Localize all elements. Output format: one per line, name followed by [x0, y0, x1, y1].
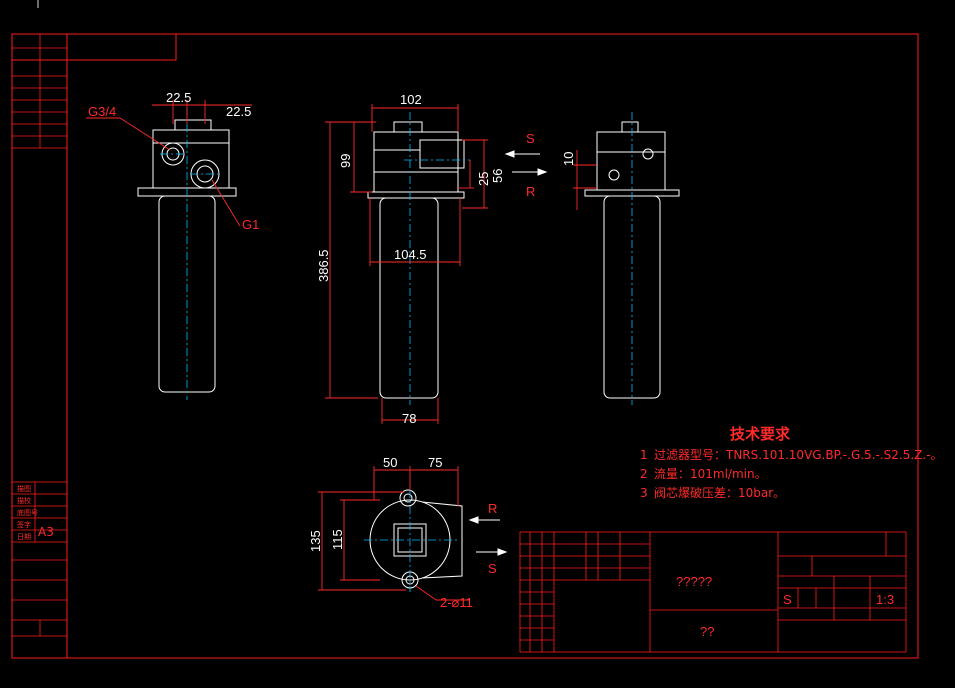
- company-name: ??: [700, 624, 714, 639]
- drawing-frame: [11, 0, 919, 659]
- dim-front-102: 102: [400, 92, 422, 107]
- holes-label: 2-⌀11: [440, 595, 473, 610]
- dim-right-10: 10: [561, 152, 576, 166]
- flow-r-label: R: [526, 184, 535, 199]
- dim-top-50: 50: [383, 455, 397, 470]
- port-out-label: G1: [242, 217, 259, 232]
- flow-s-label: S: [526, 131, 535, 146]
- top-arrow-r: R: [488, 501, 497, 516]
- sheet-size: A3: [38, 525, 54, 539]
- requirements-title: 技术要求: [730, 425, 791, 443]
- dim-front-386-5: 386.5: [316, 249, 331, 282]
- dim-front-56: 56: [490, 169, 505, 183]
- stage-mark: S: [783, 592, 792, 607]
- dim-front-104-5: 104.5: [394, 247, 427, 262]
- left-strip: [12, 34, 67, 637]
- req-3-text: 阀芯爆破压差：10bar。: [654, 485, 785, 500]
- req-1-num: 1: [640, 448, 648, 462]
- left-strip-labels: 描图 描校 底图号 签字 日期 A3: [17, 484, 54, 541]
- strip-label-3: 签字: [17, 520, 31, 529]
- scale-value: 1:3: [876, 592, 894, 607]
- dim-front-78: 78: [402, 411, 416, 426]
- strip-label-1: 描校: [17, 496, 31, 505]
- drawing-name: ?????: [676, 574, 712, 589]
- dim-side-b: 22.5: [226, 104, 251, 119]
- req-2-num: 2: [640, 467, 648, 481]
- front-view: 102 104.5 386.5 99 56 25 78: [316, 92, 505, 426]
- strip-label-0: 描图: [17, 484, 31, 493]
- technical-requirements: 技术要求 1 过滤器型号：TNRS.101.10VG.BP.-.G.5.-.S2…: [640, 425, 943, 500]
- top-view: 50 75 135 115 2-⌀11 R S: [308, 455, 508, 610]
- dim-top-75: 75: [428, 455, 442, 470]
- top-arrow-s: S: [488, 561, 497, 576]
- title-block: [519, 531, 907, 653]
- dim-top-115: 115: [330, 529, 345, 550]
- flow-arrows: [504, 150, 548, 176]
- dim-side-a: 22.5: [166, 90, 191, 105]
- req-3-num: 3: [640, 486, 648, 500]
- right-view: 10: [561, 112, 680, 405]
- strip-label-4: 日期: [17, 533, 31, 541]
- dim-top-135: 135: [308, 530, 323, 552]
- strip-label-2: 底图号: [17, 508, 38, 517]
- port-in-label: G3/4: [88, 104, 116, 119]
- side-view: G3/4 G1 22.5 22.5: [86, 90, 259, 400]
- req-1-text: 过滤器型号：TNRS.101.10VG.BP.-.G.5.-.S2.5.Z.-。: [654, 448, 943, 462]
- dim-front-25: 25: [476, 172, 491, 186]
- req-2-text: 流量：101ml/min。: [654, 467, 767, 481]
- dim-front-99: 99: [338, 154, 353, 168]
